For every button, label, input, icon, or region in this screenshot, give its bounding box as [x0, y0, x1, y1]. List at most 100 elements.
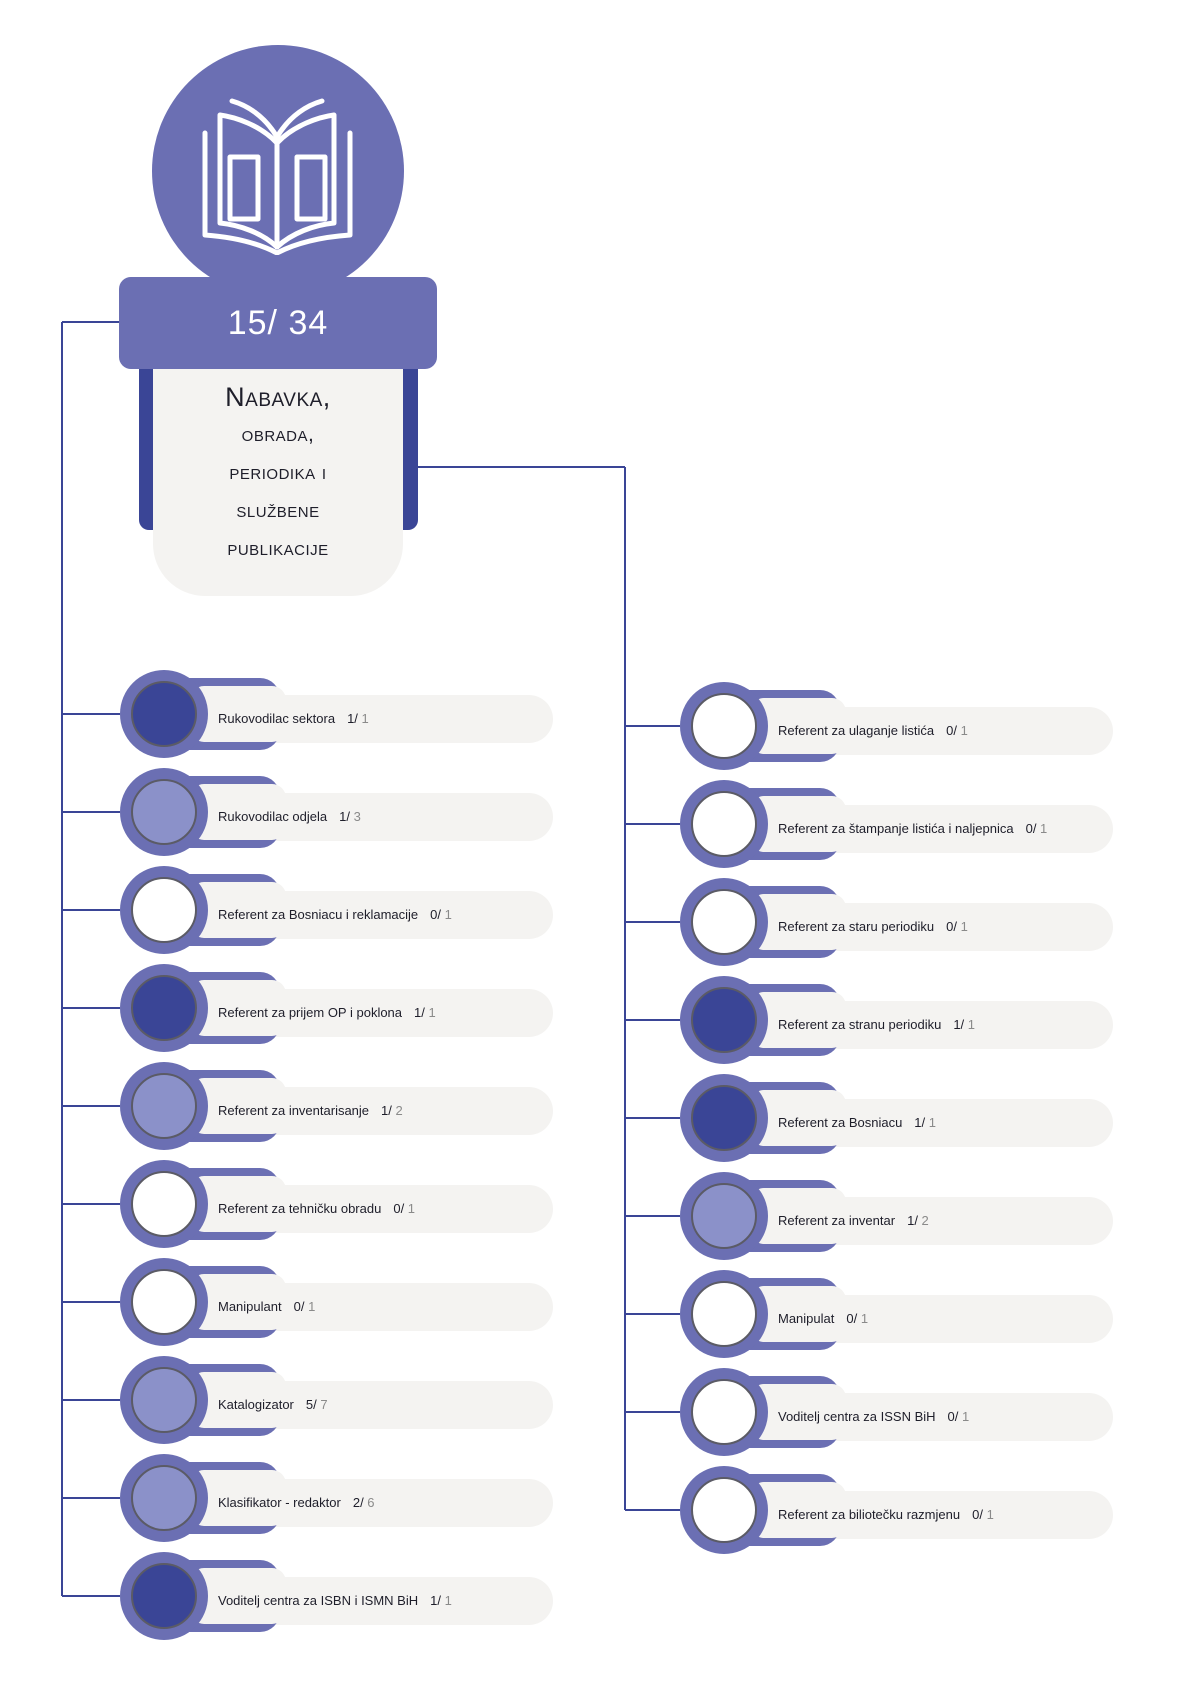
- status-dot-empty: [691, 693, 757, 759]
- position-title: Referent za inventar: [778, 1213, 896, 1228]
- position-label: Referent za ulaganje listića 0/ 1: [778, 712, 968, 750]
- status-ring: [680, 1074, 768, 1162]
- position-filled: 0: [293, 1299, 301, 1314]
- position-title: Rukovodilac odjela: [218, 809, 328, 824]
- status-dot-partial: [131, 1465, 197, 1531]
- status-ring: [680, 976, 768, 1064]
- status-dot-full: [131, 681, 197, 747]
- status-ring: [680, 1172, 768, 1260]
- status-ring: [680, 1466, 768, 1554]
- position-total: 7: [320, 1397, 328, 1412]
- status-dot-empty: [131, 877, 197, 943]
- position-title: Referent za ulaganje listića: [778, 723, 935, 738]
- status-dot-partial: [691, 1183, 757, 1249]
- position-filled: 1: [430, 1593, 438, 1608]
- status-ring: [120, 866, 208, 954]
- position-total: 1: [1040, 821, 1048, 836]
- position-node: Referent za inventar 1/ 2: [680, 1172, 1120, 1260]
- position-title: Voditelj centra za ISBN i ISMN BiH: [218, 1593, 419, 1608]
- position-filled: 1: [414, 1005, 422, 1020]
- status-ring: [680, 682, 768, 770]
- position-title: Referent za biliotečku razmjenu: [778, 1507, 961, 1522]
- position-separator: /: [346, 809, 354, 824]
- position-separator: /: [360, 1495, 368, 1510]
- position-filled: 0: [946, 723, 954, 738]
- status-ring: [120, 670, 208, 758]
- position-filled: 0: [946, 919, 954, 934]
- position-filled: 0: [430, 907, 438, 922]
- status-dot-empty: [691, 1379, 757, 1445]
- status-dot-empty: [691, 1477, 757, 1543]
- position-separator: /: [914, 1213, 922, 1228]
- position-total: 1: [960, 723, 968, 738]
- position-total: 1: [428, 1005, 436, 1020]
- position-filled: 0: [393, 1201, 401, 1216]
- position-total: 1: [860, 1311, 869, 1326]
- position-total: 1: [444, 907, 452, 922]
- status-ring: [680, 878, 768, 966]
- status-dot-empty: [691, 1281, 757, 1347]
- position-total: 1: [361, 711, 369, 726]
- status-dot-empty: [691, 791, 757, 857]
- position-title: Klasifikator - redaktor: [218, 1495, 341, 1510]
- position-title: Manipulant: [218, 1299, 282, 1314]
- position-total: 1: [960, 919, 968, 934]
- department-title-card: [153, 350, 403, 596]
- position-filled: 1: [907, 1213, 915, 1228]
- status-ring: [680, 1270, 768, 1358]
- status-dot-full: [131, 975, 197, 1041]
- position-title: Referent za štampanje listića i naljepni…: [778, 821, 1014, 836]
- position-separator: /: [400, 1201, 408, 1216]
- position-total: 1: [967, 1017, 976, 1032]
- position-title: Referent za Bosniacu i reklamacije: [218, 907, 419, 922]
- position-total: 2: [921, 1213, 929, 1228]
- status-dot-full: [131, 1563, 197, 1629]
- position-separator: /: [421, 1005, 429, 1020]
- position-separator: /: [437, 1593, 445, 1608]
- position-title: Referent za Bosniacu: [778, 1115, 903, 1130]
- position-separator: /: [953, 919, 961, 934]
- position-total: 1: [986, 1507, 994, 1522]
- position-label: Referent za tehničku obradu 0/ 1: [218, 1190, 415, 1228]
- position-separator: /: [313, 1397, 321, 1412]
- status-dot-full: [691, 1085, 757, 1151]
- position-filled: 1: [347, 711, 355, 726]
- status-ring: [680, 780, 768, 868]
- position-title: Rukovodilac sektora: [218, 711, 336, 726]
- position-total: 1: [928, 1115, 936, 1130]
- position-node: Referent za tehničku obradu 0/ 1: [120, 1160, 560, 1248]
- position-separator: /: [953, 723, 961, 738]
- position-label: Referent za inventar 1/ 2: [778, 1202, 929, 1240]
- department-title: Nabavka, obrada, periodika i službene pu…: [153, 378, 403, 568]
- status-ring: [120, 1552, 208, 1640]
- position-filled: 0: [846, 1311, 854, 1326]
- position-filled: 1: [339, 809, 347, 824]
- position-label: Referent za štampanje listića i naljepni…: [778, 810, 1047, 848]
- position-separator: /: [1032, 821, 1041, 836]
- status-dot-empty: [691, 889, 757, 955]
- position-title: Referent za tehničku obradu: [218, 1201, 382, 1216]
- position-node: Referent za štampanje listića i naljepni…: [680, 780, 1120, 868]
- status-ring: [120, 1160, 208, 1248]
- position-title: Manipulat: [778, 1311, 835, 1326]
- position-total: 1: [407, 1201, 416, 1216]
- position-separator: /: [921, 1115, 929, 1130]
- position-total: 1: [308, 1299, 316, 1314]
- position-separator: /: [960, 1017, 968, 1032]
